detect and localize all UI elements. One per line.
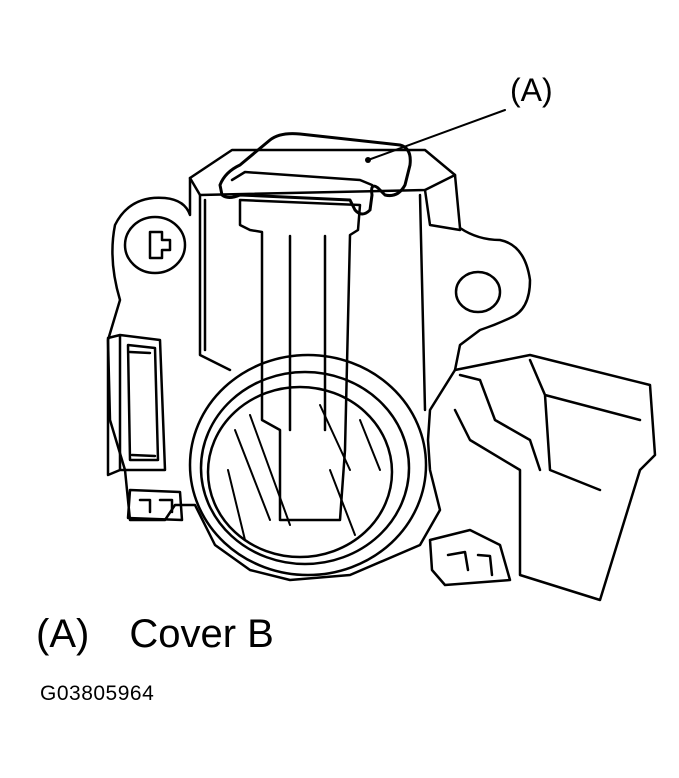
harness-details: [460, 360, 640, 490]
top-frame: [190, 175, 455, 195]
legend-entry: (A) Cover B: [36, 612, 274, 657]
port-inner-ring: [208, 387, 392, 557]
housing-outline: [108, 150, 530, 580]
inner-lever: [240, 200, 360, 520]
legend-text: Cover B: [129, 612, 274, 656]
port-outer-ring: [190, 355, 426, 575]
cover-b: [220, 134, 410, 214]
left-mount-hole: [125, 217, 185, 273]
left-hole-key: [150, 232, 170, 258]
frame-edges: [200, 190, 460, 370]
right-bottom-terminal: [430, 530, 510, 585]
port-middle-ring: [201, 372, 409, 564]
port-interior-hatching: [228, 405, 380, 540]
left-bottom-terminal: [128, 490, 182, 520]
right-mount-hole: [456, 272, 500, 312]
callout-label-a: (A): [510, 72, 553, 108]
frame-sides: [205, 195, 425, 410]
legend-key: (A): [36, 612, 90, 656]
cover-inner-edge: [232, 172, 372, 185]
sensor-assembly-illustration: [0, 0, 679, 610]
callout-leader-line: [368, 110, 505, 160]
harness-connector: [455, 355, 655, 600]
left-connector: [108, 335, 165, 475]
figure-code: G03805964: [40, 682, 155, 705]
